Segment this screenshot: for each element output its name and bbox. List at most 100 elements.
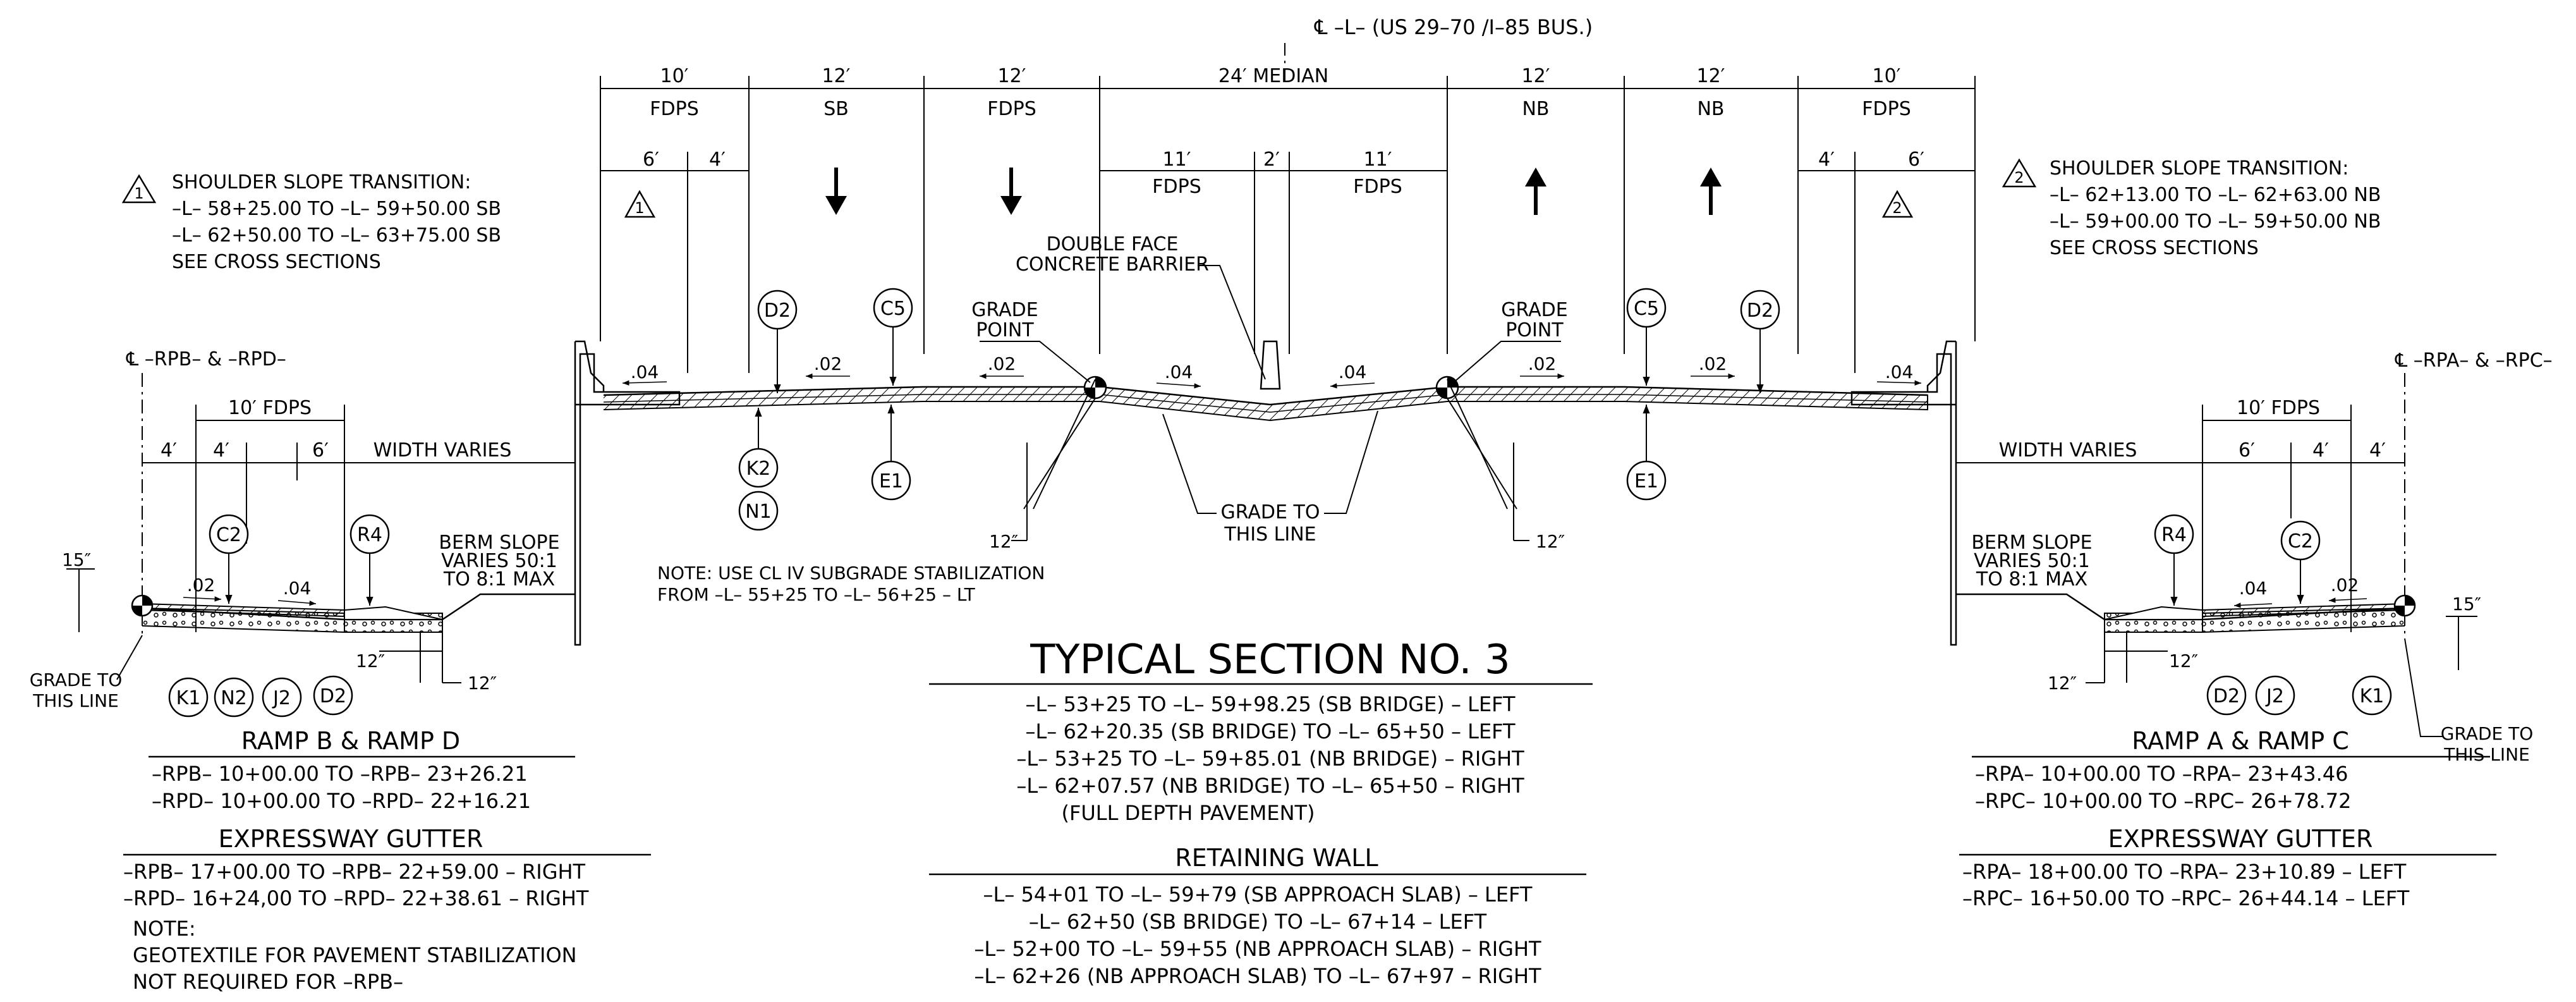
ramp-bd-title: RAMP B & RAMP D <box>241 727 460 755</box>
subgrade-note-1: NOTE: USE CL IV SUBGRADE STABILIZATION <box>657 563 1045 583</box>
svg-text:K1: K1 <box>176 687 201 709</box>
dim-sb-1: 12′ <box>822 65 851 87</box>
svg-text:–L– 62+13.00 TO –L– 62+63.0: –L– 62+13.00 TO –L– 62+63.00 NB <box>2050 184 2381 206</box>
svg-text:BERM SLOPE: BERM SLOPE <box>1971 532 2092 554</box>
svg-text:J2: J2 <box>2265 685 2284 707</box>
centerline-label: ℄ –L– (US 29–70 /I–85 BUS.) <box>1314 15 1593 39</box>
mainline-labels: DOUBLE FACE CONCRETE BARRIER GRADE POINT… <box>657 233 1568 605</box>
dim-right-fdps: 10′ <box>1873 65 1901 87</box>
svg-text:POINT: POINT <box>976 319 1034 341</box>
dim-left-4: 4′ <box>709 149 726 171</box>
svg-text:–L– 62+20.35 (SB BRIDGE) TO: –L– 62+20.35 (SB BRIDGE) TO –L– 65+50 – … <box>1025 719 1516 743</box>
svg-text:K2: K2 <box>746 458 771 480</box>
svg-text:4′: 4′ <box>161 439 177 461</box>
svg-text:D2: D2 <box>2213 685 2240 707</box>
svg-text:.04: .04 <box>631 362 659 382</box>
svg-text:THIS LINE: THIS LINE <box>2443 744 2530 765</box>
cl-right-label: ℄ –RPA– & –RPC– <box>2395 350 2553 372</box>
svg-text:.04: .04 <box>1339 362 1367 382</box>
svg-text:12″: 12″ <box>468 673 497 693</box>
grade-point-rpb-icon <box>131 594 154 617</box>
svg-text:NOT REQUIRED FOR –RPB–: NOT REQUIRED FOR –RPB– <box>133 970 403 994</box>
svg-text:–L– 53+25 TO –L– 59+98.25: –L– 53+25 TO –L– 59+98.25 (SB BRIDGE) – … <box>1025 692 1516 716</box>
label-right-fdps: FDPS <box>1862 98 1911 120</box>
svg-text:–RPC– 16+50.00 TO –RPC– 26+: –RPC– 16+50.00 TO –RPC– 26+44.14 – LEFT <box>1962 886 2410 910</box>
svg-text:–L– 62+50.00 TO –L– 63+75.0: –L– 62+50.00 TO –L– 63+75.00 SB <box>172 224 501 247</box>
grade-to-line-label: GRADE TO <box>1221 501 1320 523</box>
typical-section-block: TYPICAL SECTION NO. 3 –L– 53+25 TO –L– 5… <box>929 637 1593 988</box>
subgrade-note-2: FROM –L– 55+25 TO –L– 56+25 – LT <box>657 584 976 605</box>
svg-text:NOTE:: NOTE: <box>133 917 196 941</box>
svg-text:E1: E1 <box>879 470 903 492</box>
svg-text:SHOULDER SLOPE TRANSITION:: SHOULDER SLOPE TRANSITION: <box>172 171 471 193</box>
svg-text:–L– 59+00.00 TO –L– 59+50.0: –L– 59+00.00 TO –L– 59+50.00 NB <box>2050 211 2381 233</box>
dim-left-fdps: 10′ <box>660 65 689 87</box>
ramp-ac-block: RAMP A & RAMP C –RPA– 10+00.00 TO –RPA– … <box>1959 727 2496 910</box>
svg-text:.02: .02 <box>1528 353 1557 374</box>
right-barrier <box>1850 341 1957 646</box>
svg-text:–RPC– 10+00.00 TO –RPC– 26+: –RPC– 10+00.00 TO –RPC– 26+78.72 <box>1975 789 2351 813</box>
svg-text:THIS LINE: THIS LINE <box>1224 523 1316 546</box>
label-left-fdps: FDPS <box>650 98 699 120</box>
svg-text:N1: N1 <box>745 501 772 523</box>
svg-text:CONCRETE BARRIER: CONCRETE BARRIER <box>1016 254 1209 276</box>
sb-arrow-2-icon <box>1000 168 1022 215</box>
svg-text:SEE CROSS SECTIONS: SEE CROSS SECTIONS <box>2050 237 2259 259</box>
svg-text:VARIES 50:1: VARIES 50:1 <box>441 550 557 572</box>
label-nb-2: NB <box>1697 98 1724 120</box>
label-median-fdps-b: FDPS <box>1353 176 1402 198</box>
dim-median-2: 2′ <box>1263 149 1280 171</box>
label-nb-1: NB <box>1522 98 1549 120</box>
width-varies-right: WIDTH VARIES <box>1999 439 2137 461</box>
svg-text:–L– 62+07.57 (NB BRIDGE) TO: –L– 62+07.57 (NB BRIDGE) TO –L– 65+50 – … <box>1016 774 1524 798</box>
svg-text:THIS LINE: THIS LINE <box>32 690 119 711</box>
svg-text:GEOTEXTILE FOR PAVEMENT STABIL: GEOTEXTILE FOR PAVEMENT STABILIZATION <box>133 943 577 967</box>
svg-text:–L– 52+00 TO –L– 59+55 (NB: –L– 52+00 TO –L– 59+55 (NB APPROACH SLAB… <box>974 937 1541 961</box>
svg-text:12″: 12″ <box>2169 651 2198 671</box>
svg-text:12″: 12″ <box>1536 531 1565 552</box>
svg-text:K1: K1 <box>2360 685 2385 707</box>
svg-text:EXPRESSWAY GUTTER: EXPRESSWAY GUTTER <box>219 825 483 853</box>
note-triangle-1-icon <box>121 174 157 204</box>
svg-text:.04: .04 <box>1165 362 1193 382</box>
svg-text:–RPA– 10+00.00 TO –RPA– 23+: –RPA– 10+00.00 TO –RPA– 23+43.46 <box>1975 762 2348 786</box>
dim-median-11a: 11′ <box>1163 149 1191 171</box>
shoulder-transition-note-left: 1 SHOULDER SLOPE TRANSITION: –L– 58+25.0… <box>121 171 501 273</box>
svg-text:C2: C2 <box>2288 530 2313 553</box>
dim-median: 24′ MEDIAN <box>1218 65 1328 87</box>
svg-text:N2: N2 <box>221 687 247 709</box>
mainline-cross-section: .04 .02 .02 .04 .04 .02 .02 .04 <box>574 340 1957 646</box>
dim-nb-2: 12′ <box>1697 65 1725 87</box>
svg-text:.04: .04 <box>1885 362 1914 382</box>
svg-text:–RPD– 10+00.00 TO –RPD– 22+: –RPD– 10+00.00 TO –RPD– 22+16.21 <box>152 789 531 813</box>
ramp-bd-block: RAMP B & RAMP D –RPB– 10+00.00 TO –RPB– … <box>123 727 651 994</box>
svg-text:–RPD– 16+24,00 TO –RPD– 22+: –RPD– 16+24,00 TO –RPD– 22+38.61 – RIGHT <box>123 886 589 910</box>
svg-text:TO 8:1 MAX: TO 8:1 MAX <box>443 568 555 590</box>
svg-text:.02: .02 <box>988 353 1016 374</box>
svg-text:10′ FDPS: 10′ FDPS <box>228 397 312 419</box>
mainline-callouts: D2 C5 K2 N1 E1 C5 D2 E1 <box>738 288 1780 531</box>
svg-text:12″: 12″ <box>2048 673 2077 693</box>
dim-sb-2: 12′ <box>998 65 1026 87</box>
dim-right-4: 4′ <box>1818 149 1835 171</box>
retaining-wall-title: RETAINING WALL <box>1175 844 1378 872</box>
svg-text:4′: 4′ <box>213 439 229 461</box>
note-triangle-2-icon <box>2002 158 2037 188</box>
double-face-label: DOUBLE FACE <box>1047 233 1179 255</box>
sb-arrow-1-icon <box>825 168 847 215</box>
svg-text:SHOULDER SLOPE TRANSITION:: SHOULDER SLOPE TRANSITION: <box>2050 157 2348 180</box>
transition-triangle-1-icon <box>624 190 656 218</box>
svg-text:TO 8:1 MAX: TO 8:1 MAX <box>1976 568 2087 590</box>
left-ramp-section: ℄ –RPB– & –RPD– 10′ FDPS 4′ 4′ 6′ WIDTH … <box>30 348 575 718</box>
svg-text:1: 1 <box>635 199 644 217</box>
nb-arrow-1-icon <box>1525 168 1546 215</box>
svg-text:.04: .04 <box>2239 578 2268 599</box>
svg-text:E1: E1 <box>1634 470 1658 492</box>
svg-text:10′ FDPS: 10′ FDPS <box>2237 397 2320 419</box>
grade-point-rpa-icon <box>2393 594 2416 617</box>
centerline-header: ℄ –L– (US 29–70 /I–85 BUS.) <box>1284 15 1593 82</box>
label-median-fdps-a: FDPS <box>1152 176 1201 198</box>
svg-text:.02: .02 <box>2331 575 2359 596</box>
shoulder-transition-note-right: 2 SHOULDER SLOPE TRANSITION: –L– 62+13.0… <box>2002 157 2381 259</box>
svg-text:–L– 62+50 (SB BRIDGE) TO –L: –L– 62+50 (SB BRIDGE) TO –L– 67+14 – LEF… <box>1029 910 1487 934</box>
